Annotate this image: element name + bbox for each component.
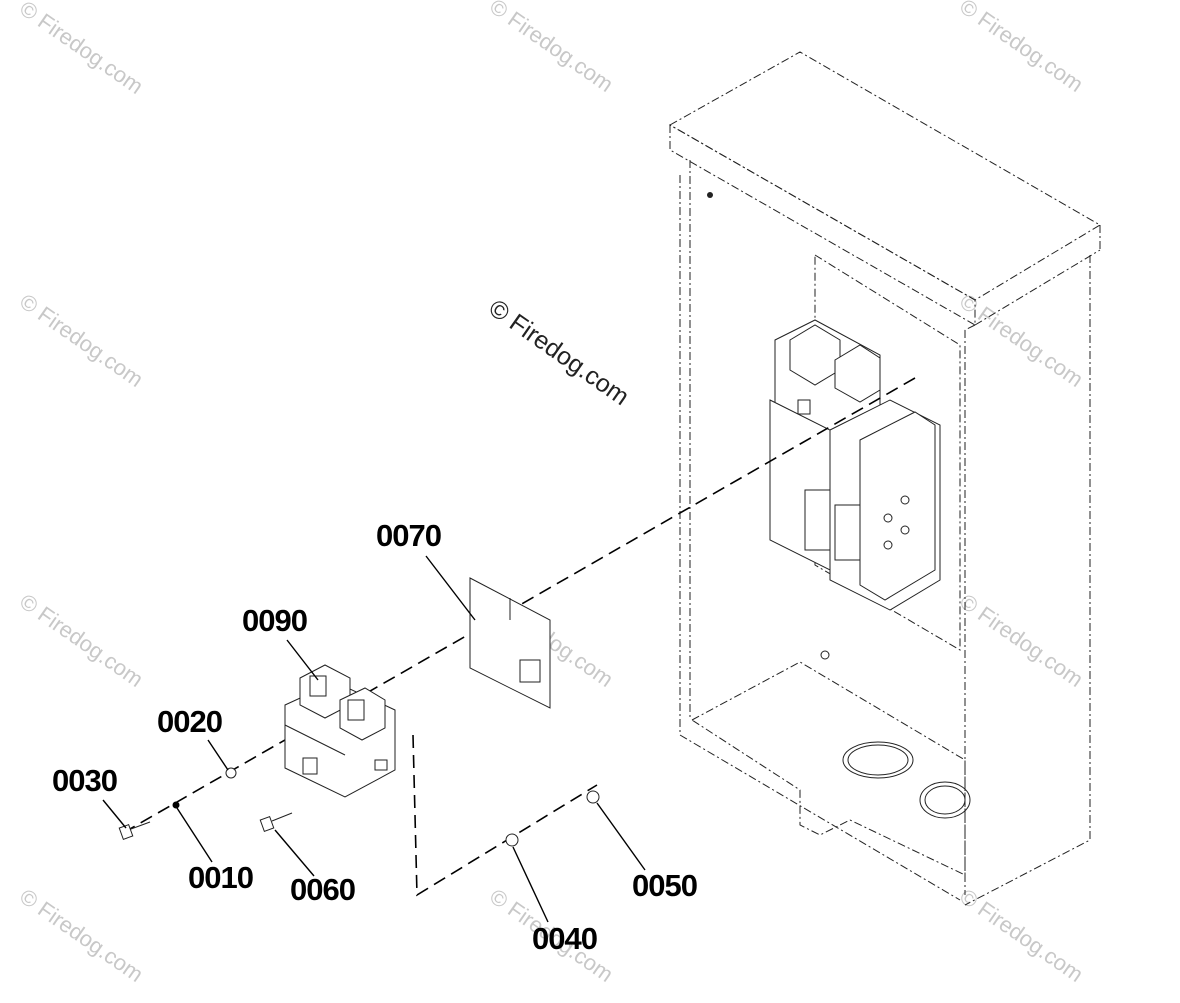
leader-lines <box>102 555 646 923</box>
breaker-module-part <box>284 664 396 798</box>
nut-0010 <box>172 801 180 809</box>
watermark-tile: © Firedog.com <box>955 884 1088 987</box>
knockout-hole <box>842 741 914 779</box>
watermark-tile: © Firedog.com <box>955 589 1088 692</box>
label-0050: 0050 <box>632 868 697 903</box>
watermark-tile: © Firedog.com <box>15 289 148 392</box>
screw-0030 <box>118 821 151 840</box>
watermark-tile: © Firedog.com <box>485 0 618 97</box>
label-0030: 0030 <box>52 763 117 798</box>
enclosure-left-wall <box>679 175 961 901</box>
label-0020: 0020 <box>157 704 222 739</box>
enclosure-floor <box>691 661 966 876</box>
cover-plate-part <box>469 577 551 709</box>
enclosure-right-side <box>964 255 1091 906</box>
watermark-tile: © Firedog.com <box>955 0 1088 97</box>
screw-0060 <box>259 812 293 832</box>
hardware-parts <box>118 767 600 847</box>
alignment-lines <box>122 377 916 897</box>
enclosure-lid-front <box>669 124 976 326</box>
label-0060: 0060 <box>290 872 355 907</box>
label-0070: 0070 <box>376 518 441 553</box>
watermark-tile: © Firedog.com <box>15 0 148 99</box>
watermark-tile: © Firedog.com <box>15 589 148 692</box>
label-0010: 0010 <box>188 860 253 895</box>
nut-0040 <box>505 833 519 847</box>
enclosure-lid <box>668 51 1101 301</box>
knockout-hole <box>919 781 971 819</box>
label-0090: 0090 <box>242 603 307 638</box>
watermark-tile: © Firedog.com <box>955 289 1088 392</box>
washer-0020 <box>225 767 237 779</box>
breaker-assembly <box>769 319 941 611</box>
enclosure <box>668 51 1101 906</box>
watermark-tile: © Firedog.com <box>15 884 148 987</box>
part-labels: 0070 0090 0020 0030 0010 0060 0040 0050 <box>52 518 698 956</box>
center-watermark: © Firedog.com <box>484 294 635 411</box>
label-0040: 0040 <box>532 921 597 956</box>
nut-0050 <box>586 790 600 804</box>
